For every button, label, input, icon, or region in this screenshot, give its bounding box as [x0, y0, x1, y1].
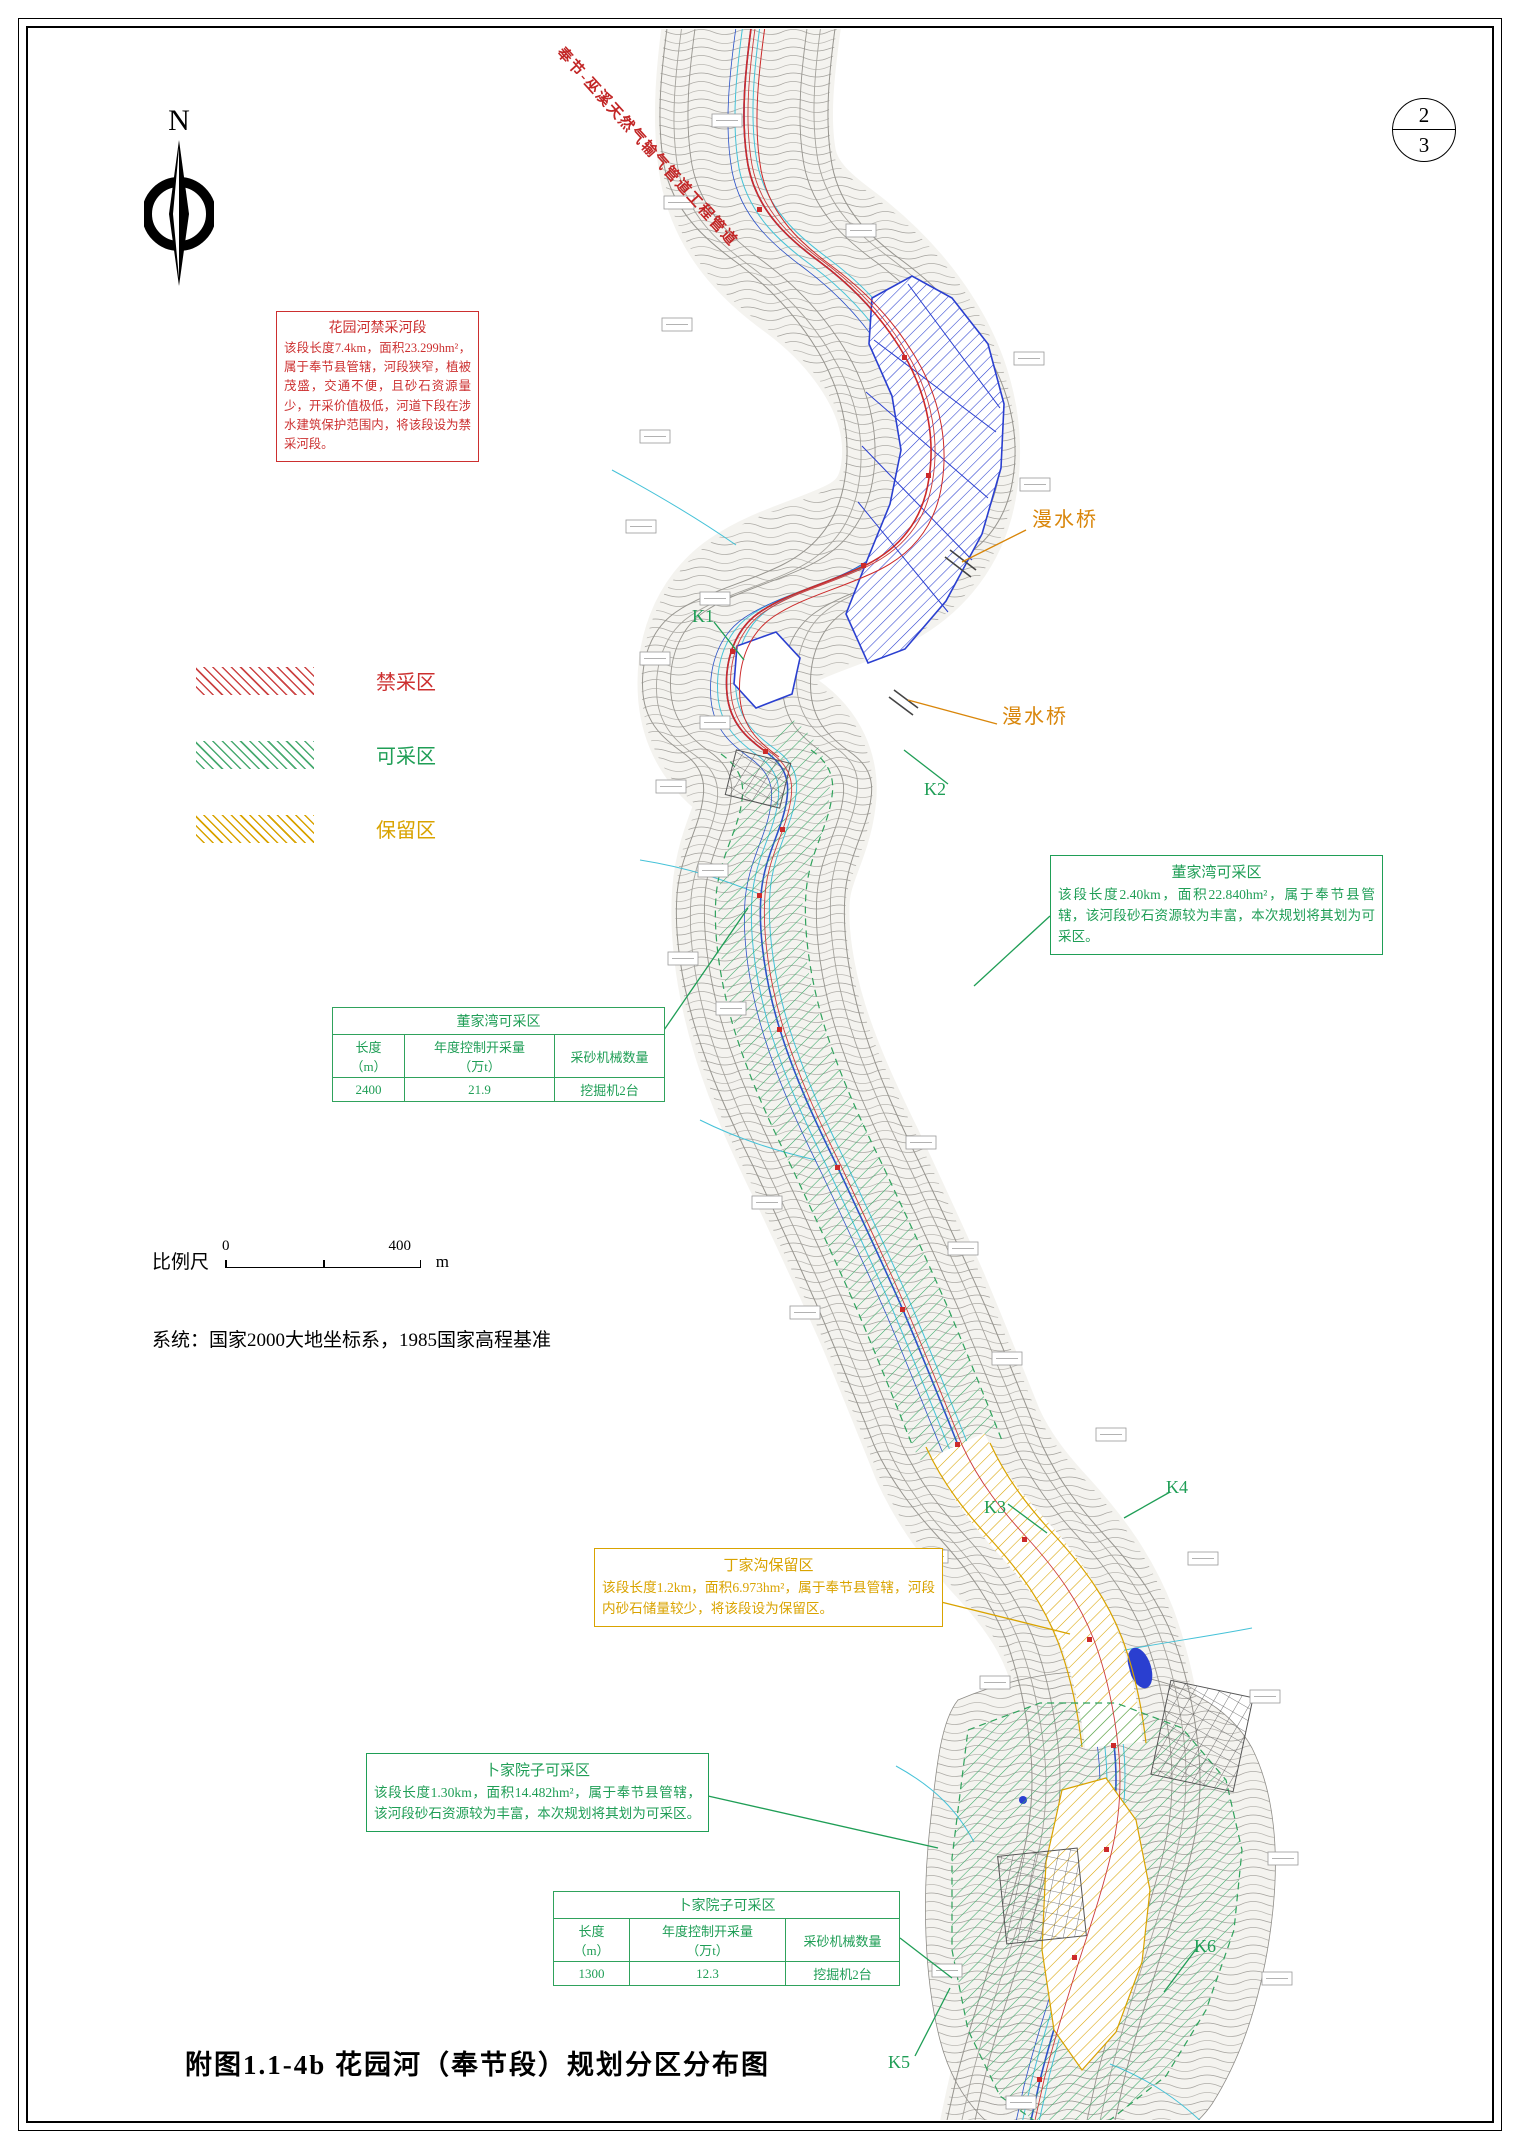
- scale-bar: 比例尺 0 400 m: [152, 1238, 451, 1276]
- leader-line-yellow: [940, 1601, 1071, 1635]
- annotation-title: 花园河禁采河段: [328, 321, 427, 336]
- annotation-body: 该段长度2.40km，面积22.840hm²，属于奉节县管辖，该河段砂石资源较为…: [1058, 887, 1375, 945]
- sheet-number: 2 3: [1392, 98, 1456, 162]
- point-label-k4: K4: [1166, 1477, 1188, 1497]
- cell-length: 2400: [332, 1077, 405, 1102]
- cell-machines: 挖掘机2台: [553, 1077, 666, 1102]
- annotation-title: 丁家沟保留区: [723, 1558, 814, 1574]
- table-title: 董家湾可采区: [331, 1007, 666, 1035]
- prohibited-zone-swatch: [196, 666, 314, 695]
- col-header-annual-quota: 年度控制开采量 （万t）: [404, 1034, 555, 1078]
- annotation-dongjiawan-zone: 董家湾可采区 该段长度2.40km，面积22.840hm²，属于奉节县管辖，该河…: [1050, 855, 1383, 956]
- legend-label: 保留区: [376, 820, 436, 842]
- bridge-label-upper: 漫水桥: [1032, 509, 1098, 531]
- col-header-length: 长度 （m）: [332, 1034, 405, 1078]
- legend-item-minable: 可采区: [196, 740, 436, 769]
- annotation-bujiayuanzi-zone: 卜家院子可采区 该段长度1.30km，面积14.482hm²，属于奉节县管辖，该…: [366, 1753, 709, 1833]
- point-label-k3: K3: [984, 1497, 1006, 1517]
- minable-zone-swatch: [196, 740, 314, 769]
- annotation-dingjiagou-zone: 丁家沟保留区 该段长度1.2km，面积6.973hm²，属于奉节县管辖，河段内砂…: [594, 1548, 943, 1628]
- annotation-title: 董家湾可采区: [1171, 865, 1262, 881]
- legend-label: 可采区: [376, 746, 436, 768]
- col-header-length: 长度 （m）: [553, 1918, 630, 1962]
- col-header-machines: 采砂机械数量: [553, 1034, 666, 1078]
- legend-label: 禁采区: [376, 672, 436, 694]
- structure-grids: [724, 749, 1254, 1945]
- cell-machines: 挖掘机2台: [785, 1961, 900, 1986]
- annotation-body: 该段长度1.2km，面积6.973hm²，属于奉节县管辖，河段内砂石储量较少，将…: [602, 1580, 935, 1617]
- col-header-machines: 采砂机械数量: [785, 1918, 900, 1962]
- point-label-k5: K5: [888, 2052, 910, 2072]
- bujiayuanzi-zone-table: 卜家院子可采区 长度 （m） 年度控制开采量 （万t） 采砂机械数量 1300 …: [553, 1891, 900, 1986]
- scale-bar-label: 比例尺: [152, 1252, 210, 1273]
- legend-item-reserved: 保留区: [196, 814, 436, 843]
- point-label-k1: K1: [692, 606, 714, 626]
- bridge-marks: [888, 549, 977, 716]
- scale-start-value: 0: [222, 1238, 230, 1254]
- table-row: 2400 21.9 挖掘机2台: [332, 1077, 666, 1102]
- dongjiawan-zone-table: 董家湾可采区 长度 （m） 年度控制开采量 （万t） 采砂机械数量 2400 2…: [331, 1007, 666, 1102]
- compass-icon: [142, 140, 216, 286]
- coordinate-system-note: 系统：国家2000大地坐标系，1985国家高程基准: [152, 1330, 552, 1351]
- cell-annual-quota: 21.9: [404, 1077, 555, 1102]
- point-label-k2: K2: [924, 779, 946, 799]
- annotation-body: 该段长度1.30km，面积14.482hm²，属于奉节县管辖，该河段砂石资源较为…: [374, 1785, 701, 1822]
- legend: 禁采区 可采区 保留区: [196, 666, 436, 888]
- scale-end-value: 400: [388, 1238, 412, 1254]
- sheet-number-denominator: 3: [1418, 133, 1430, 157]
- table-title: 卜家院子可采区: [553, 1891, 900, 1919]
- scale-unit: m: [435, 1252, 450, 1271]
- north-compass: N: [142, 104, 216, 293]
- survey-points: [730, 207, 1116, 2082]
- annotation-prohibited-section: 花园河禁采河段 该段长度7.4km，面积23.299hm²，属于奉节县管辖，河段…: [276, 311, 479, 463]
- k1-water-pool: [733, 631, 801, 709]
- figure-caption: 附图1.1-4b 花园河（奉节段）规划分区分布图: [185, 2050, 771, 2080]
- point-label-k6: K6: [1194, 1936, 1216, 1956]
- annotation-body: 该段长度7.4km，面积23.299hm²，属于奉节县管辖，河段狭窄，植被茂盛，…: [284, 341, 471, 452]
- sheet-number-numerator: 2: [1393, 99, 1455, 130]
- legend-item-prohibited: 禁采区: [196, 666, 436, 695]
- cell-annual-quota: 12.3: [629, 1961, 786, 1986]
- north-label: N: [168, 104, 190, 137]
- leader-lines-orange: [907, 529, 1027, 725]
- scale-bar-rule: 0 400 m: [222, 1238, 451, 1276]
- scale-line: [225, 1259, 422, 1268]
- reserved-zone-swatch: [196, 814, 314, 843]
- col-header-annual-quota: 年度控制开采量 （万t）: [629, 1918, 786, 1962]
- bridge-label-lower: 漫水桥: [1002, 706, 1068, 728]
- leader-lines-green: [663, 621, 1201, 2057]
- cell-length: 1300: [553, 1961, 630, 1986]
- table-row: 1300 12.3 挖掘机2台: [553, 1961, 900, 1986]
- annotation-title: 卜家院子可采区: [484, 1763, 590, 1779]
